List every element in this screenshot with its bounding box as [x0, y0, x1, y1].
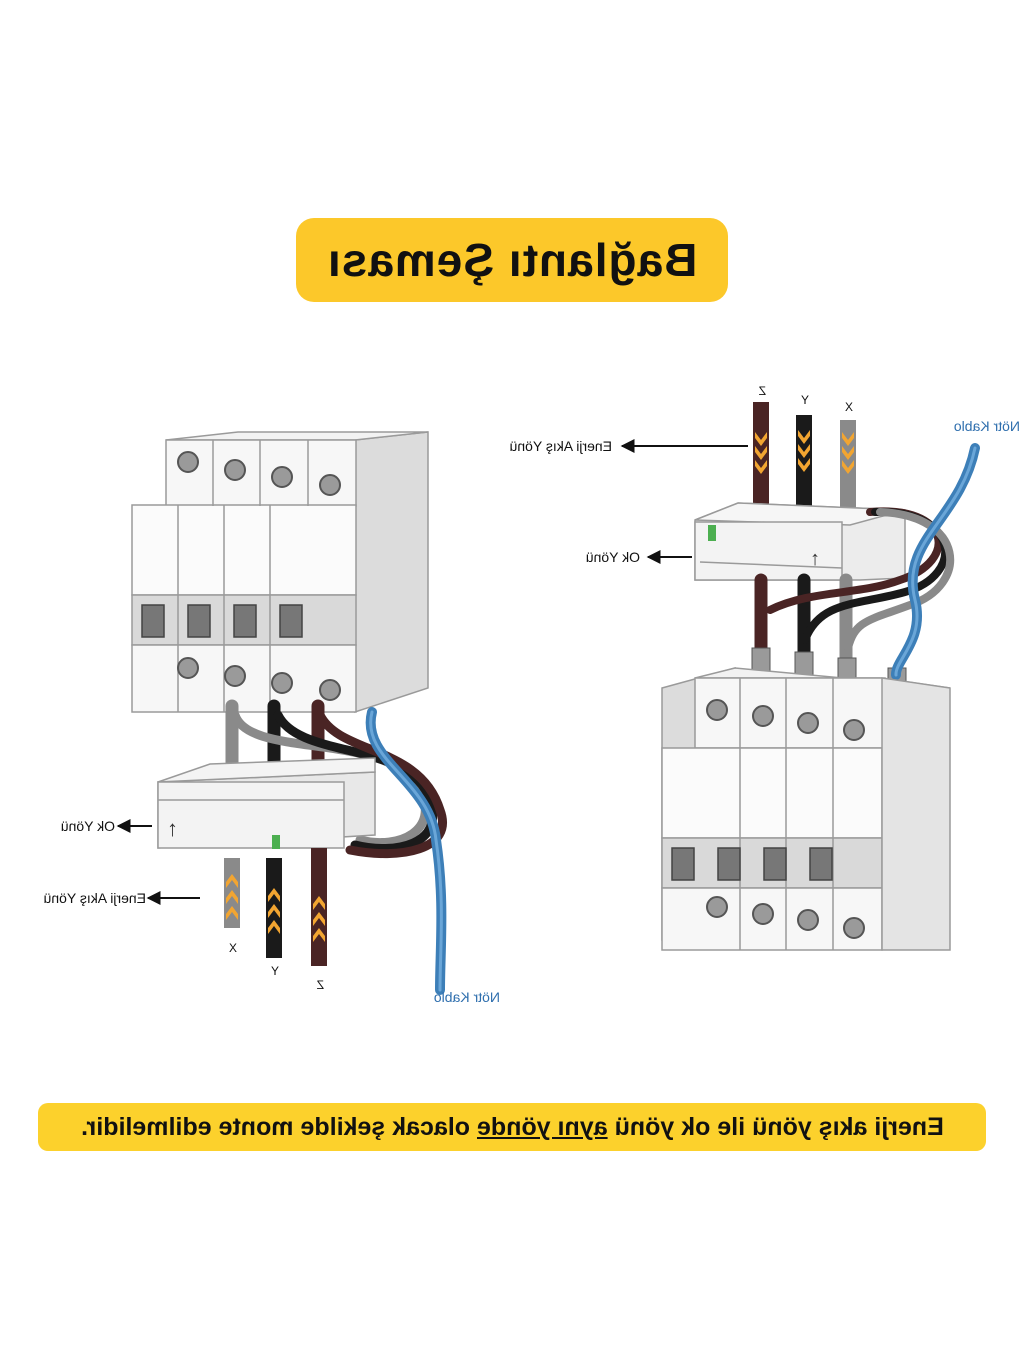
- right-phase-wires: [753, 402, 856, 516]
- right-meter-module: ↑: [694, 502, 906, 581]
- note-text-part3: olacak şekilde monte edilmelidir.: [80, 1112, 477, 1141]
- left-arrow-direction-label: Ok Yönü: [61, 818, 115, 834]
- left-meter-arrow-icon: ↑: [167, 816, 178, 841]
- right-wire-y: [796, 415, 812, 510]
- right-flow-arrows: [755, 430, 854, 474]
- right-meter-arrow-icon: ↑: [810, 548, 820, 570]
- note-text: Enerji akış yönü ile ok yönü aynı yönde …: [81, 1113, 944, 1142]
- left-energy-flow-label: Enerji Akış Yönü: [44, 890, 146, 906]
- right-arrow-direction-label: Ok Yönü: [586, 549, 640, 565]
- right-breaker-block: [661, 667, 951, 951]
- right-phase-y-label: Y: [801, 393, 809, 407]
- right-assembly: ↑: [510, 384, 1020, 951]
- right-phase-z-label: Z: [759, 384, 766, 398]
- right-neutral-label: Nötr Kablo: [954, 418, 1020, 434]
- left-meter-module: ↑: [157, 757, 376, 849]
- left-assembly: ↑ Ok Yönü Enerji: [44, 431, 500, 1005]
- left-phase-z-label: Z: [317, 978, 324, 992]
- left-neutral-label: Nötr Kablo: [434, 989, 500, 1005]
- left-phase-x-label: X: [229, 941, 237, 955]
- note-banner: Enerji akış yönü ile ok yönü aynı yönde …: [38, 1103, 986, 1151]
- note-text-part1: Enerji akış yönü ile ok yönü: [607, 1112, 944, 1141]
- left-phase-wires: [224, 848, 327, 966]
- left-flow-arrows: [226, 874, 325, 942]
- left-breaker-block: [131, 431, 429, 714]
- right-energy-flow-label: Enerji Akış Yönü: [510, 438, 612, 454]
- left-phase-y-label: Y: [271, 964, 279, 978]
- right-phase-x-label: X: [845, 400, 853, 414]
- title-banner: Bağlantı Şeması: [296, 218, 728, 302]
- note-text-emphasis: aynı yönde: [476, 1112, 608, 1141]
